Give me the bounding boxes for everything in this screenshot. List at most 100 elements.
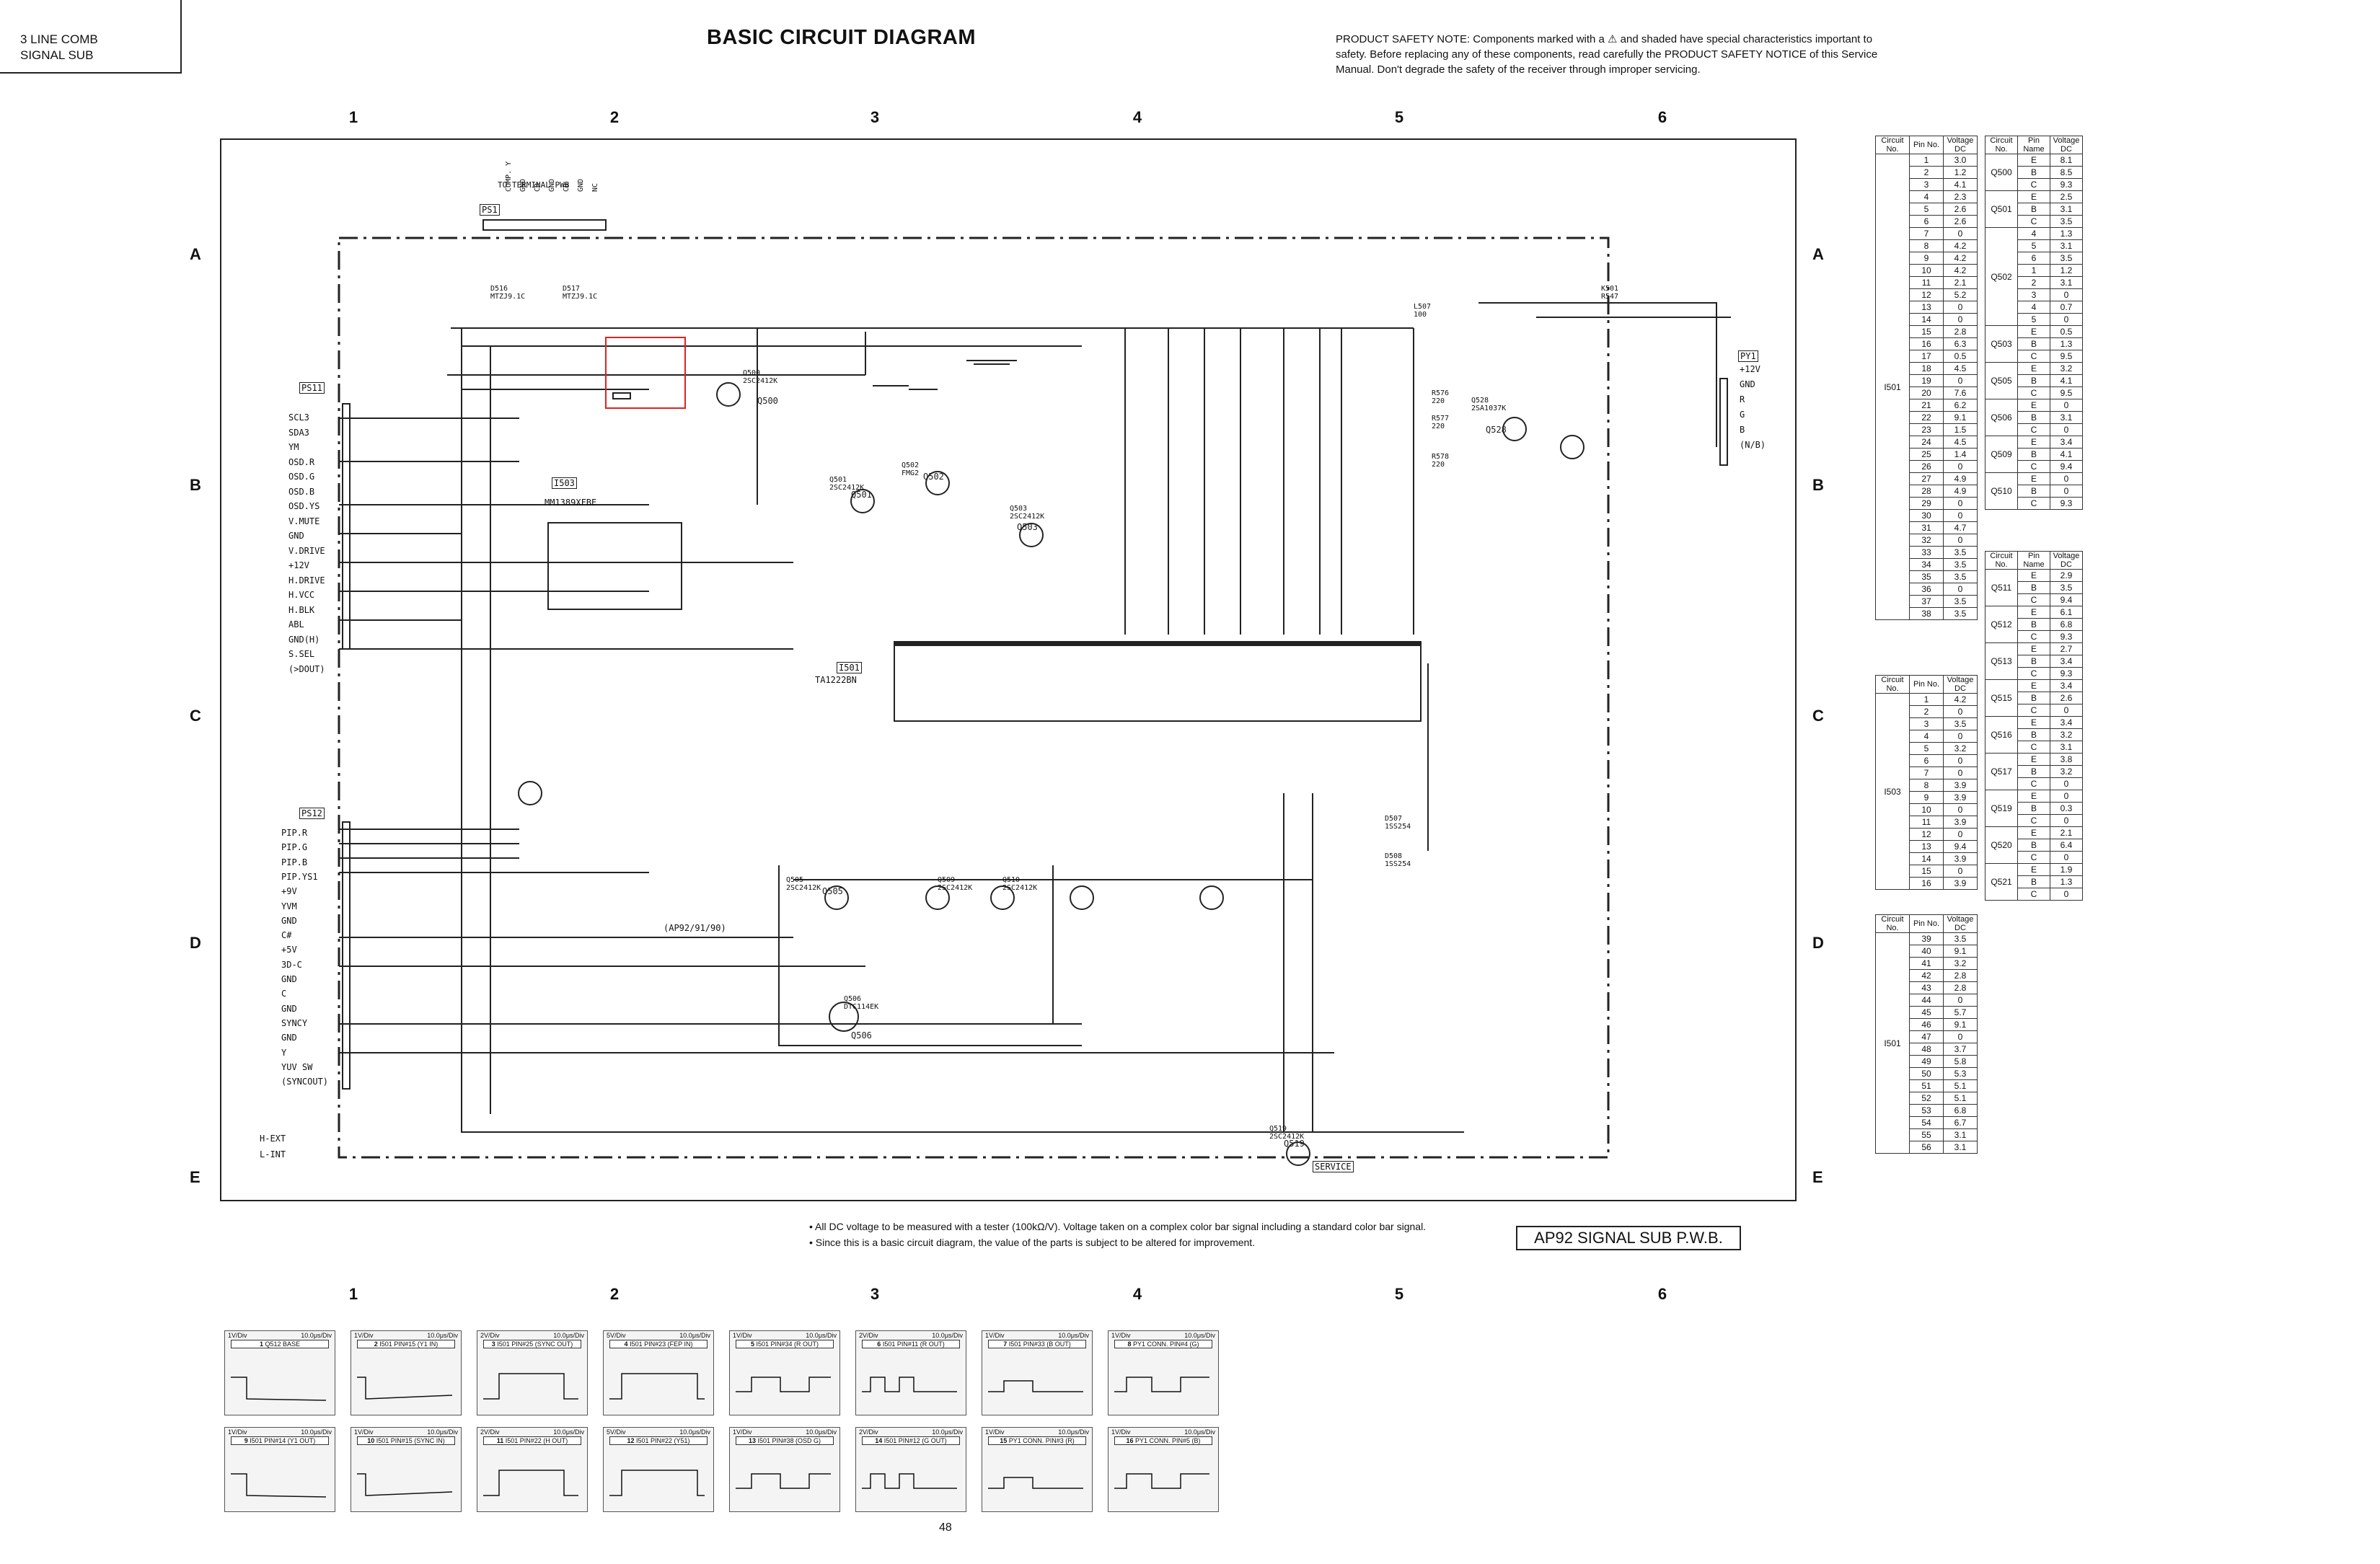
pin-cell: 50: [1909, 1067, 1944, 1080]
waveform-line: [609, 1470, 705, 1496]
pin-cell: 25: [1909, 448, 1944, 461]
voltage-cell: 1.2: [1943, 166, 1978, 179]
pin-cell: 2: [1909, 166, 1944, 179]
waveform-line: [862, 1377, 957, 1392]
component-part: 2SC2412K: [1269, 1133, 1305, 1141]
waveform-number: 9: [244, 1437, 248, 1444]
component-part: 2SC2412K: [1002, 884, 1038, 892]
pin-cell: 18: [1909, 362, 1944, 375]
pin-cell: 55: [1909, 1128, 1944, 1141]
voltage-cell: 3.5: [1943, 932, 1978, 945]
i501-part: TA1222BN: [815, 675, 857, 685]
pin-cell: 5: [2017, 239, 2050, 252]
component-ref: Q528: [1471, 397, 1489, 405]
ps12-pin-label: PIP.G: [281, 842, 308, 853]
pin-cell: 8: [1909, 239, 1944, 252]
voltage-cell: 9.1: [1943, 1018, 1978, 1031]
circuit-cell: Q516: [1985, 716, 2018, 754]
grid-row-label: D: [1812, 934, 1824, 952]
waveform-line: [231, 1473, 327, 1498]
voltage-cell: 1.5: [1943, 423, 1978, 436]
waveform-line: [736, 1473, 831, 1489]
waveform-vdiv: 1V/Div: [985, 1428, 1005, 1436]
ps12-pin-label: GND: [281, 1033, 297, 1043]
voltage-cell: 0: [1943, 766, 1978, 779]
waveform-tdiv: 10.0μs/Div: [932, 1332, 963, 1339]
waveform-vdiv: 2V/Div: [859, 1332, 878, 1339]
pin-cell: 9: [1909, 252, 1944, 265]
table-header-cell: Circuit No.: [1875, 136, 1910, 154]
voltage-cell: 0: [2050, 704, 2083, 717]
waveform-caption: 9 I501 PIN#14 (Y1 OUT): [231, 1436, 329, 1445]
ps11-pin-label: H.DRIVE: [288, 575, 325, 586]
pin-cell: 19: [1909, 374, 1944, 387]
pin-cell: 30: [1909, 509, 1944, 522]
pin-cell: 24: [1909, 436, 1944, 449]
pin-cell: B: [2017, 692, 2050, 704]
svg-text:Q528: Q528: [1486, 425, 1507, 435]
pin-cell: 2: [1909, 705, 1944, 718]
component-ref: D507: [1385, 815, 1403, 823]
waveform-tdiv: 10.0μs/Div: [427, 1428, 458, 1436]
waveform-number: 11: [496, 1437, 504, 1444]
component-ref: Q501: [829, 476, 847, 484]
service-label: SERVICE: [1313, 1161, 1354, 1172]
notes-list: • All DC voltage to be measured with a t…: [809, 1219, 1426, 1250]
pin-cell: 32: [1909, 534, 1944, 547]
waveform-caption: 4 I501 PIN#23 (FEP IN): [609, 1340, 708, 1348]
voltage-cell: 6.8: [2050, 618, 2083, 631]
waveform-caption: 15 PY1 CONN. PIN#3 (R): [988, 1436, 1086, 1445]
grid-column-label: 1: [348, 108, 358, 126]
pin-cell: E: [2017, 790, 2050, 803]
voltage-cell: 9.5: [2050, 386, 2083, 399]
pin-cell: 1: [2017, 264, 2050, 277]
waveform-number: 5: [750, 1340, 754, 1348]
pin-cell: 2: [2017, 276, 2050, 289]
pin-cell: 7: [1909, 766, 1944, 779]
py1-pin-label: B: [1740, 425, 1745, 435]
ps12-pin-label: 3D-C: [281, 959, 302, 970]
component-part: 220: [1432, 423, 1445, 430]
voltage-cell: 0.3: [2050, 802, 2083, 815]
voltage-cell: 0: [2050, 790, 2083, 803]
voltage-cell: 3.2: [2050, 765, 2083, 778]
voltage-cell: 1.3: [2050, 227, 2083, 240]
pin-cell: 4: [2017, 301, 2050, 314]
voltage-cell: 0: [1943, 313, 1978, 326]
py1-pin-label: R: [1740, 394, 1745, 405]
pin-cell: C: [2017, 851, 2050, 864]
waveform-scale: 2V/Div 10.0μs/Div: [856, 1331, 966, 1340]
waveform-number: 3: [491, 1340, 495, 1348]
waveform-line: [862, 1473, 957, 1489]
pin-cell: 31: [1909, 521, 1944, 534]
schematic-frame: [220, 138, 1797, 1201]
h-ext-label: H-EXT: [260, 1134, 286, 1144]
component-part: R547: [1601, 293, 1619, 301]
component-ref: Q500: [743, 369, 761, 377]
waveform-vdiv: 2V/Div: [859, 1428, 878, 1436]
table-header-cell: Voltage DC: [1943, 675, 1978, 694]
